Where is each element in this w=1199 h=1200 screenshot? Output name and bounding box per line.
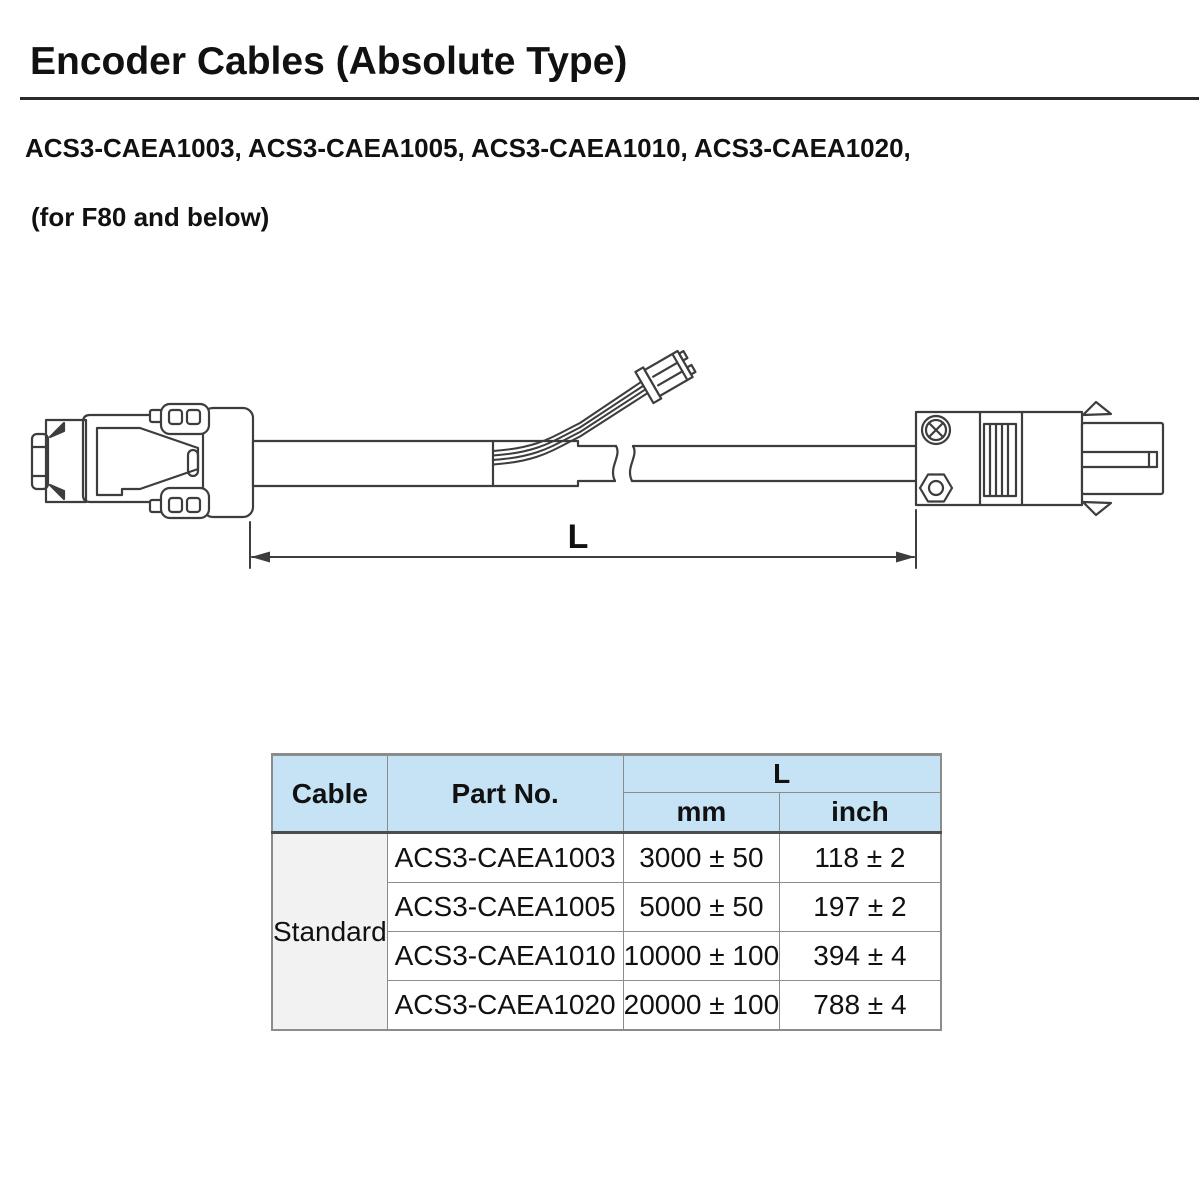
mm-cell: 20000 ± 100 <box>622 980 781 1031</box>
header-mm: mm <box>622 792 781 834</box>
dimension-label: L <box>568 518 589 556</box>
mm-cell: 3000 ± 50 <box>622 832 781 883</box>
battery-two-pin-connector <box>634 349 697 405</box>
latch-clip-bottom <box>148 486 211 520</box>
inch-cell: 394 ± 4 <box>779 931 942 981</box>
latch-barb-bottom-icon <box>1081 500 1113 517</box>
cable-boot <box>251 439 495 488</box>
cable-break <box>611 444 636 483</box>
header-part-no: Part No. <box>386 754 624 834</box>
dimension-line <box>249 509 917 569</box>
plug-housing-block <box>44 418 88 504</box>
spec-table: Cable Part No. L mm inch Standard ACS3-C… <box>271 753 942 1031</box>
part-no-cell: ACS3-CAEA1010 <box>386 931 624 981</box>
part-no-cell: ACS3-CAEA1020 <box>386 980 624 1031</box>
table-row: ACS3-CAEA1020 20000 ± 100 788 ± 4 <box>272 980 942 1031</box>
connector-body <box>914 410 1084 507</box>
shell-slot <box>186 448 200 478</box>
cable-type-cell: Standard <box>271 832 388 1031</box>
part-no-cell: ACS3-CAEA1003 <box>386 832 624 883</box>
latch-clip-top <box>148 402 211 436</box>
retention-barb-top-icon <box>48 421 66 439</box>
inch-cell: 197 ± 2 <box>779 882 942 932</box>
table-row: Standard ACS3-CAEA1003 3000 ± 50 118 ± 2 <box>271 832 942 1031</box>
cable <box>251 439 918 488</box>
cable-drawing: L <box>30 349 1165 569</box>
latch-barb-top-icon <box>1081 400 1113 417</box>
applicability-note: (for F80 and below) <box>31 202 270 232</box>
plug-nose <box>1080 421 1165 496</box>
retention-barb-bottom-icon <box>48 483 66 501</box>
front-plug-block <box>30 432 50 491</box>
hex-nut-icon <box>918 473 954 503</box>
header-cable: Cable <box>271 754 388 834</box>
motor-side-connector <box>30 402 255 520</box>
part-numbers-line: ACS3-CAEA1003, ACS3-CAEA1005, ACS3-CAEA1… <box>25 133 911 163</box>
shell-end-cap <box>201 406 255 519</box>
mm-cell: 10000 ± 100 <box>622 931 781 981</box>
shell-outline <box>81 413 207 504</box>
inch-cell: 118 ± 2 <box>779 832 942 883</box>
title-rule <box>20 97 1199 100</box>
shell-inner-wall <box>95 426 200 497</box>
page-title: Encoder Cables (Absolute Type) <box>30 40 628 83</box>
table-row: ACS3-CAEA1005 5000 ± 50 197 ± 2 <box>272 882 942 932</box>
ribbed-grip <box>982 422 1018 498</box>
part-no-cell: ACS3-CAEA1005 <box>386 882 624 932</box>
header-length: L <box>622 754 942 793</box>
branch-wires <box>492 379 651 466</box>
inch-cell: 788 ± 4 <box>779 980 942 1031</box>
header-inch: inch <box>779 792 942 834</box>
phillips-screw-icon <box>920 414 952 446</box>
mm-cell: 5000 ± 50 <box>622 882 781 932</box>
table-row: ACS3-CAEA1010 10000 ± 100 394 ± 4 <box>272 931 942 981</box>
drive-side-connector <box>914 400 1165 517</box>
dimension-arrow-right-icon <box>896 551 915 563</box>
dimension-arrow-left-icon <box>251 551 270 563</box>
